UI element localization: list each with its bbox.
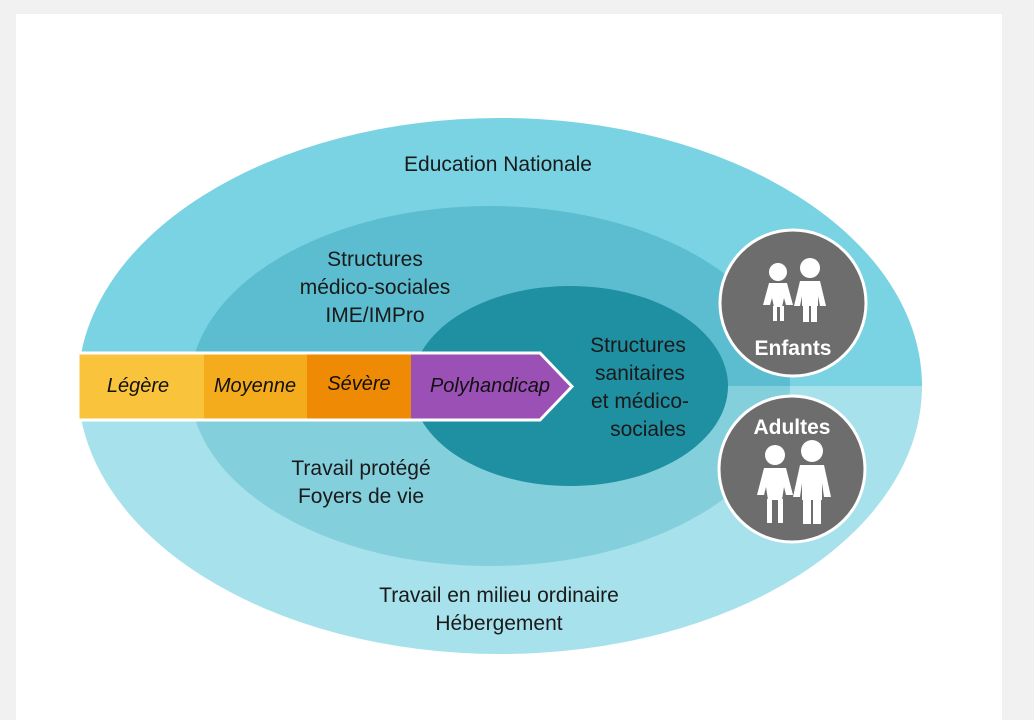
stage-label-polyhandicap: Polyhandicap [430,375,550,397]
lower-outer-label-line-1: Travail en milieu ordinaire [379,584,619,607]
stage-segment-polyhandicap [411,353,572,420]
inner-label-line-3: et médico- [591,390,689,413]
stage-label-legere: Légère [107,375,169,397]
adults-icon [757,440,831,524]
lower-middle-label-line-1: Travail protégé [291,457,430,480]
children-icon [763,258,826,322]
stage-segment-moyenne [204,353,307,420]
arrow-outline [76,351,575,422]
inner-label-line-2: sanitaires [595,362,685,385]
outer-label: Education Nationale [404,153,592,176]
stage-label-severe: Sévère [327,373,390,395]
stage-segment-severe [307,353,411,420]
lower-outer-label-line-2: Hébergement [435,612,562,635]
severity-arrow: Légère Moyenne Sévère Polyhandicap [76,351,575,422]
middle-label-line-1: Structures [327,248,423,271]
inner-label-line-1: Structures [590,334,686,357]
middle-label-line-2: médico-sociales [300,276,451,299]
inner-label-line-4: sociales [610,418,686,441]
children-label: Enfants [754,337,831,360]
middle-label-line-3: IME/IMPro [325,304,424,327]
adults-label: Adultes [753,416,830,439]
adults-badge: Adultes [717,394,867,544]
lower-middle-label-line-2: Foyers de vie [298,485,424,508]
stage-label-moyenne: Moyenne [214,375,296,397]
stage-segment-legere [78,353,204,420]
scrollbar[interactable] [1016,0,1034,720]
children-badge: Enfants [718,228,868,378]
